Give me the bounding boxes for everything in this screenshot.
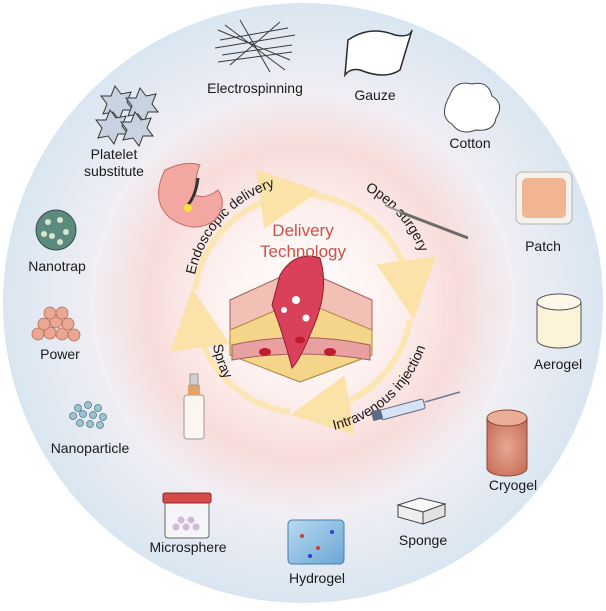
patch-icon: [515, 171, 573, 225]
label-nanotrap: Nanotrap: [28, 258, 86, 274]
arrow-arc-bottom-right: [290, 319, 413, 435]
syringe-icon: [370, 391, 461, 422]
label-cryogel: Cryogel: [488, 477, 538, 493]
microsphere-jar-icon: [162, 492, 212, 539]
label-microsphere: Microsphere: [149, 539, 227, 555]
arrow-arc-top-left: [192, 169, 320, 291]
label-aerogel: Aerogel: [533, 356, 583, 372]
stomach-icon: [158, 162, 223, 228]
arrow-arc-top-right: [311, 192, 436, 320]
aerogel-icon: [536, 293, 582, 349]
label-electrospinning: Electrospinning: [207, 80, 303, 96]
powder-spheres-icon: [31, 306, 81, 342]
cotton-icon: [444, 82, 501, 133]
label-platelet-substitute: Platelet substitute: [66, 146, 162, 180]
label-nanoparticle: Nanoparticle: [50, 440, 130, 456]
center-title: Delivery Technology: [233, 220, 373, 262]
scalpel-icon: [384, 204, 469, 240]
label-power: Power: [40, 346, 80, 362]
nanoparticle-icon: [69, 401, 107, 429]
label-cotton: Cotton: [449, 135, 491, 151]
label-hydrogel: Hydrogel: [288, 570, 346, 586]
fibers-icon: [214, 19, 296, 73]
label-platelet-line2: substitute: [84, 163, 144, 179]
label-platelet-line1: Platelet: [90, 146, 138, 162]
cryogel-icon: [486, 409, 528, 477]
center-title-line2: Technology: [259, 242, 346, 261]
wound-illustration-icon: [229, 255, 373, 383]
hydrogel-icon: [287, 519, 345, 565]
arrow-ring: [170, 169, 436, 435]
label-sponge: Sponge: [398, 532, 448, 548]
spray-bottle-icon: [183, 373, 205, 440]
gauze-icon: [344, 29, 413, 78]
label-patch: Patch: [525, 238, 561, 254]
arrow-arc-bottom-left: [170, 288, 291, 415]
sponge-icon: [396, 497, 447, 525]
nanotrap-icon: [35, 209, 77, 251]
center-title-line1: Delivery: [272, 221, 334, 240]
platelet-icon: [95, 84, 159, 148]
label-gauze: Gauze: [354, 87, 396, 103]
